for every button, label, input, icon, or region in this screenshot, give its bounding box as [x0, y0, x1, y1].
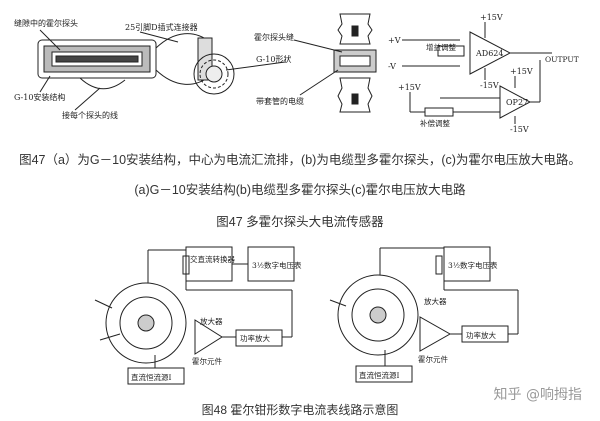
fig47-panel-b [193, 13, 377, 113]
label-g10-struct: G-10安装结构 [14, 92, 65, 102]
left-label-meter: 3½数字电压表 [252, 260, 302, 270]
label-comp-adjust: 补偿调整 [420, 118, 450, 128]
right-label-dc-source: 直流恒流源I [359, 370, 399, 380]
label-vin-minus: -V [388, 62, 396, 71]
left-label-hall-element: 霍尔元件 [192, 356, 222, 366]
label-sleeve-cable: 带套管的电缆 [256, 96, 304, 106]
right-label-meter: 3½数字电压表 [448, 260, 498, 270]
fig47-caption-title: 图47 多霍尔探头大电流传感器 [216, 215, 384, 229]
left-label-dc-source: 直流恒流源I [131, 372, 171, 382]
label-g10-shape: G-10形状 [256, 54, 291, 64]
label-vin-plus: +V [388, 36, 401, 45]
figure-48-diagram: 交直流转换器 3½数字电压表 放大器 功率放大 霍尔元件 直流恒流源I 3½数字… [94, 246, 519, 385]
right-label-hall-element: 霍尔元件 [418, 354, 448, 364]
fig47-caption-sub: (a)G－10安装结构(b)电缆型多霍尔探头(c)霍尔电压放大电路 [134, 183, 466, 197]
left-label-converter: 交直流转换器 [190, 254, 235, 264]
label-gap-probe: 缝隙中的霍尔探头 [14, 18, 78, 28]
figure-47-diagram: 缝隙中的霍尔探头 25引脚D插式连接器 G-10安装结构 接每个探头的线 霍尔探… [14, 13, 579, 134]
right-label-amplifier: 放大器 [424, 296, 447, 306]
label-opamp1: AD624 [475, 49, 503, 58]
fig48-left-circuit [94, 246, 295, 385]
fig47-panel-c [402, 22, 552, 124]
label-plus15-2: +15V [510, 67, 533, 76]
label-minus15-1: -15V [480, 81, 499, 90]
label-probe-gap: 霍尔探头缝 [254, 32, 294, 42]
zhihu-watermark: 知乎 @响拇指 [493, 387, 582, 403]
left-label-power-amp: 功率放大 [240, 333, 270, 343]
fig48-right-circuit [329, 246, 519, 383]
label-plus15-3: +15V [398, 83, 421, 92]
label-opamp2: OP27 [506, 98, 528, 107]
right-label-power-amp: 功率放大 [466, 330, 496, 340]
label-gain-adjust: 增益调整 [426, 42, 456, 52]
label-wire-per-probe: 接每个探头的线 [62, 110, 118, 120]
label-plus15-1: +15V [480, 13, 503, 22]
fig47-caption-main: 图47（a）为G－10安装结构，中心为电流汇流排，(b)为电缆型多霍尔探头，(c… [19, 153, 581, 167]
label-output: OUTPUT [545, 55, 579, 64]
label-connector: 25引脚D插式连接器 [125, 22, 198, 32]
left-label-amplifier: 放大器 [200, 316, 223, 326]
label-minus15-2: -15V [510, 125, 529, 134]
fig48-caption-title: 图48 霍尔钳形数字电流表线路示意图 [201, 403, 399, 417]
